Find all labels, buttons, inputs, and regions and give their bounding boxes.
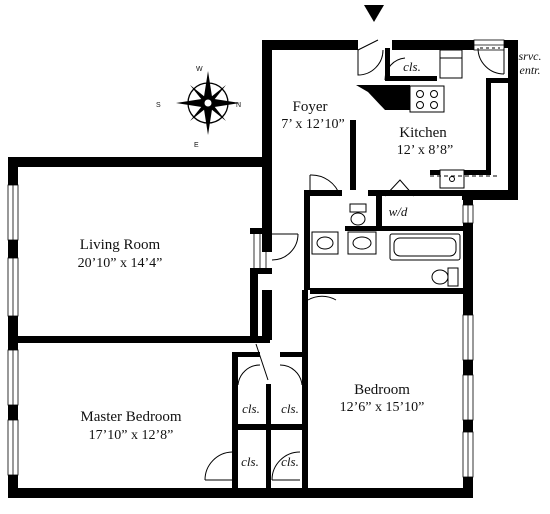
service-entrance-line1: srvc. xyxy=(519,49,542,63)
kitchen-name: Kitchen xyxy=(399,125,447,141)
compass-s: S xyxy=(156,102,161,109)
foyer-name: Foyer xyxy=(293,99,328,115)
master-bedroom-name: Master Bedroom xyxy=(80,409,182,425)
service-entrance-line2: entr. xyxy=(520,63,541,77)
bedroom-name: Bedroom xyxy=(354,382,410,398)
living-room-name: Living Room xyxy=(80,237,161,253)
kitchen-closet-label: cls. xyxy=(403,59,421,74)
bedroom-dims: 12’6” x 15’10” xyxy=(340,400,425,415)
foyer-dims: 7’ x 12’10” xyxy=(281,117,345,132)
master-upper-closet-label: cls. xyxy=(242,401,260,416)
doors xyxy=(204,39,505,481)
entrance-arrow-icon xyxy=(364,5,384,22)
compass-n: N xyxy=(236,102,241,109)
windows xyxy=(7,39,505,478)
toilet-icon xyxy=(349,203,367,213)
fixtures xyxy=(311,47,500,287)
compass-e: E xyxy=(194,142,199,149)
living-room-dims: 20’10” x 14’4” xyxy=(78,256,163,271)
compass-w: W xyxy=(196,66,203,73)
kitchen-dims: 12’ x 8’8” xyxy=(397,143,454,158)
bedroom-lower-closet-label: cls. xyxy=(281,454,299,469)
stove-icon xyxy=(409,85,445,113)
refrigerator-icon xyxy=(439,49,463,79)
compass-rose-icon: W N S E xyxy=(156,66,241,149)
bedroom-upper-closet-label: cls. xyxy=(281,401,299,416)
bath-toilet-icon xyxy=(447,267,459,287)
master-lower-closet-label: cls. xyxy=(241,454,259,469)
washer-dryer-label: w/d xyxy=(389,204,408,219)
master-bedroom-dims: 17’10” x 12’8” xyxy=(89,428,174,443)
living-room-cabinet xyxy=(253,234,267,268)
